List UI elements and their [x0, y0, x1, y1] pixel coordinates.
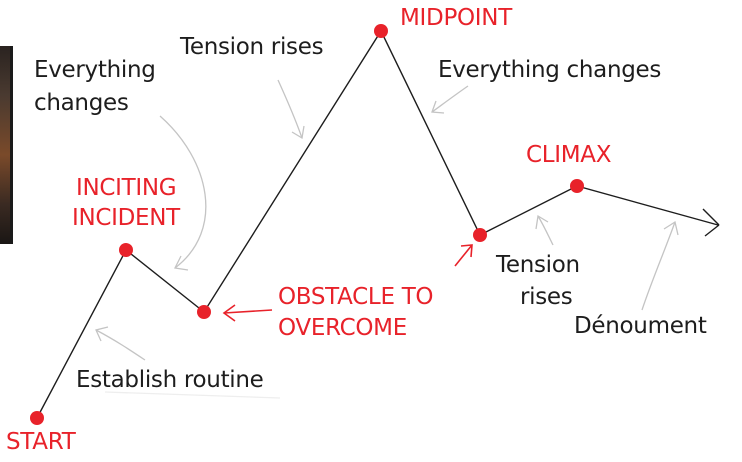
tension-rises-right-arrow-icon — [537, 215, 554, 246]
obstacle-point — [197, 305, 211, 319]
tension-rises-right-label-line2: rises — [520, 284, 573, 310]
second-turn-point — [473, 228, 487, 242]
start-point — [30, 411, 44, 425]
establish-routine-label: Establish routine — [76, 367, 264, 393]
everything-changes-right-arrow-icon — [431, 85, 469, 113]
everything-changes-right-label: Everything changes — [438, 57, 662, 83]
denouement-arrow-icon — [641, 221, 676, 311]
inciting-incident-label-line2: INCIDENT — [72, 205, 180, 231]
annotation-arrows — [95, 79, 679, 399]
tension-rises-right-label-line1: Tension — [496, 252, 580, 278]
climax-label: CLIMAX — [526, 142, 612, 168]
denouement-label: Dénoument — [574, 313, 707, 339]
photo-border — [10, 46, 13, 244]
end-arrow-icon — [702, 208, 720, 237]
cropped-photo-edge — [0, 46, 10, 244]
everything-changes-left-arrow-icon — [159, 115, 207, 269]
start-label: START — [6, 429, 76, 455]
tension-rises-top-arrow-icon — [277, 79, 303, 139]
obstacle-label-line2: OVERCOME — [278, 315, 407, 341]
plot-points — [30, 24, 584, 425]
establish-routine-arrow-icon — [95, 329, 146, 361]
midpoint-label: MIDPOINT — [400, 5, 512, 31]
obstacle-label-line1: OBSTACLE TO — [278, 284, 434, 310]
inciting-incident-point — [119, 243, 133, 257]
turn-highlight-arrow-icon — [454, 244, 473, 267]
midpoint-point — [374, 24, 388, 38]
inciting-incident-label-line1: INCITING — [76, 175, 177, 201]
climax-point — [570, 179, 584, 193]
everything-changes-left-label-line1: Everything — [34, 57, 156, 83]
everything-changes-left-label-line2: changes — [34, 90, 129, 116]
tension-rises-top-label: Tension rises — [180, 34, 324, 60]
faint-arrow-remnant — [104, 391, 281, 399]
obstacle-highlight-arrow-icon — [222, 304, 273, 322]
